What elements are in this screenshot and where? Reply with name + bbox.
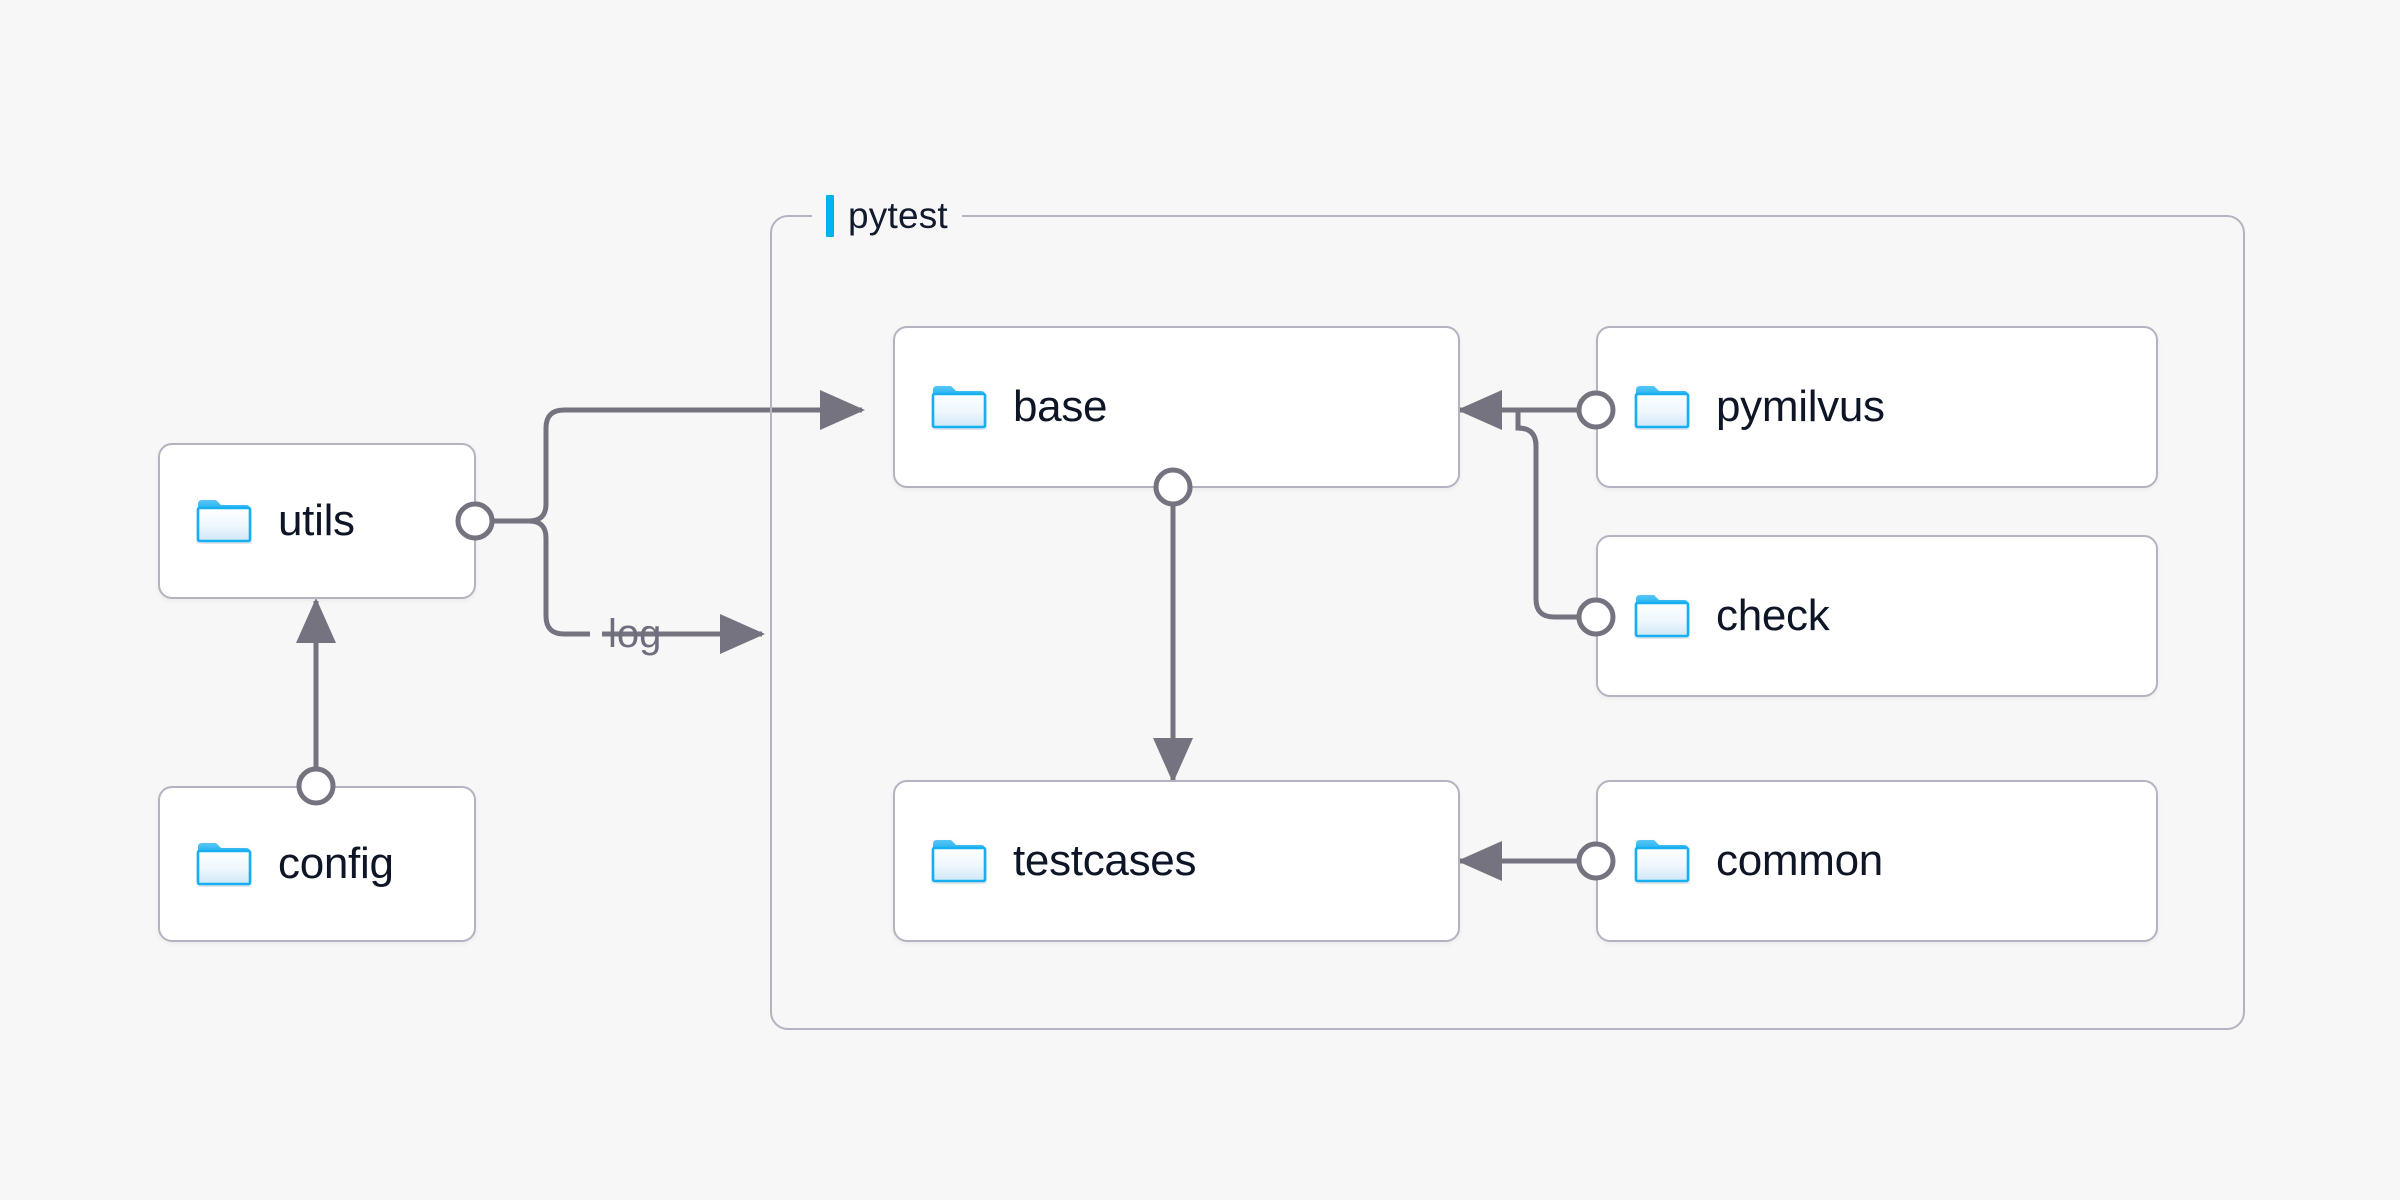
node-testcases[interactable]: testcases bbox=[893, 780, 1460, 942]
node-label: utils bbox=[278, 496, 355, 545]
group-accent-bar bbox=[826, 195, 834, 237]
folder-icon bbox=[931, 386, 987, 429]
folder-icon bbox=[931, 840, 987, 883]
node-utils[interactable]: utils bbox=[158, 443, 476, 599]
node-check[interactable]: check bbox=[1596, 535, 2158, 697]
node-label: testcases bbox=[1013, 836, 1197, 885]
folder-icon bbox=[1634, 840, 1690, 883]
folder-icon bbox=[196, 500, 252, 543]
pytest-group-box bbox=[770, 215, 2245, 1030]
node-label: common bbox=[1716, 836, 1883, 885]
node-pymilvus[interactable]: pymilvus bbox=[1596, 326, 2158, 488]
node-common[interactable]: common bbox=[1596, 780, 2158, 942]
group-title-text: pytest bbox=[848, 195, 948, 236]
node-base[interactable]: base bbox=[893, 326, 1460, 488]
folder-icon bbox=[1634, 595, 1690, 638]
node-label: base bbox=[1013, 382, 1108, 431]
node-label: pymilvus bbox=[1716, 382, 1885, 431]
edge-config-to-utils bbox=[296, 597, 336, 806]
pytest-group-label: pytest bbox=[812, 192, 962, 240]
node-config[interactable]: config bbox=[158, 786, 476, 942]
folder-icon bbox=[196, 843, 252, 886]
node-label: check bbox=[1716, 591, 1830, 640]
node-label: config bbox=[278, 839, 394, 888]
edge-label-log: log bbox=[608, 612, 662, 656]
folder-icon bbox=[1634, 386, 1690, 429]
